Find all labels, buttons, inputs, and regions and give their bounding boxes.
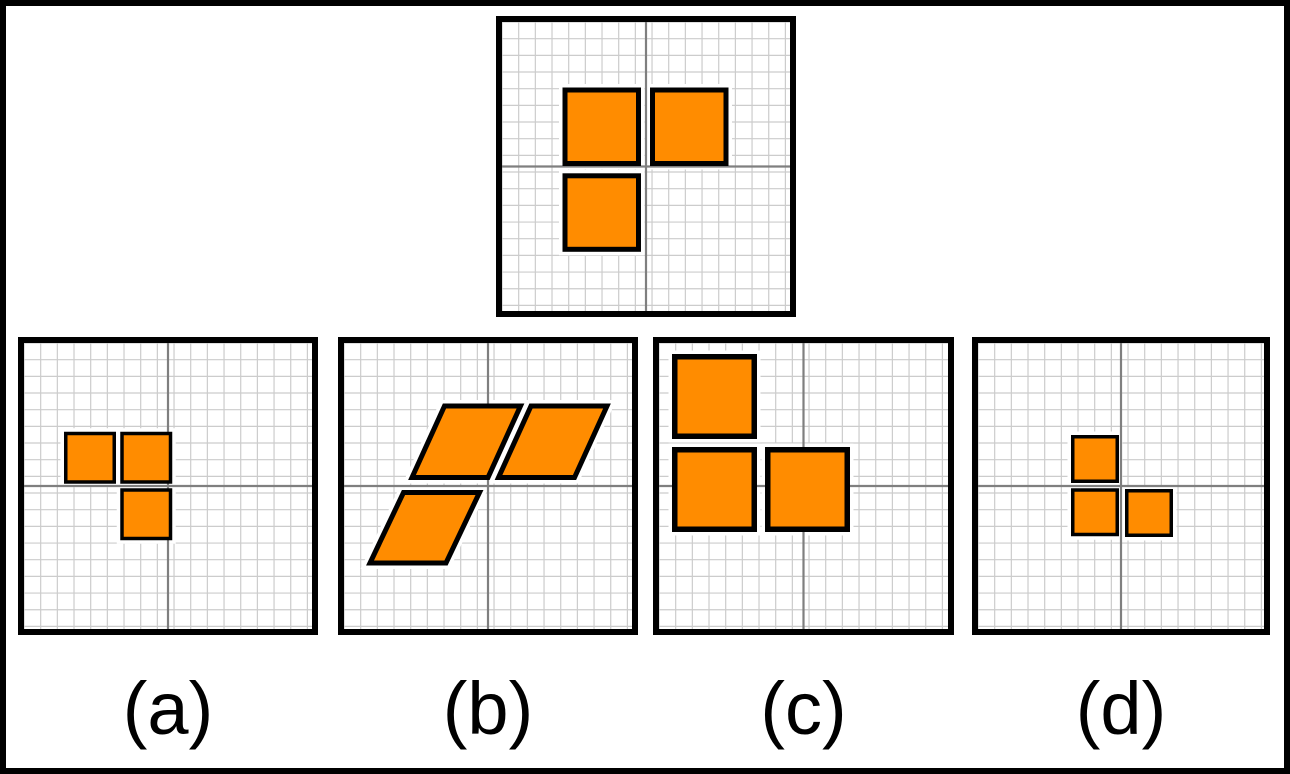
option-c-grid <box>653 337 954 635</box>
option-a-label[interactable]: (a) <box>122 667 214 750</box>
option-a-panel[interactable] <box>18 337 318 635</box>
stimulus-grid <box>496 16 796 317</box>
option-d-grid <box>972 337 1270 635</box>
option-a-grid <box>18 337 318 635</box>
option-b-label[interactable]: (b) <box>442 667 534 750</box>
option-c-panel[interactable] <box>653 337 954 635</box>
option-c-label[interactable]: (c) <box>760 667 847 750</box>
option-d-panel[interactable] <box>972 337 1270 635</box>
option-b-panel[interactable] <box>338 337 638 635</box>
option-d-label[interactable]: (d) <box>1075 667 1167 750</box>
stimulus-panel <box>496 16 796 317</box>
option-b-grid <box>338 337 638 635</box>
